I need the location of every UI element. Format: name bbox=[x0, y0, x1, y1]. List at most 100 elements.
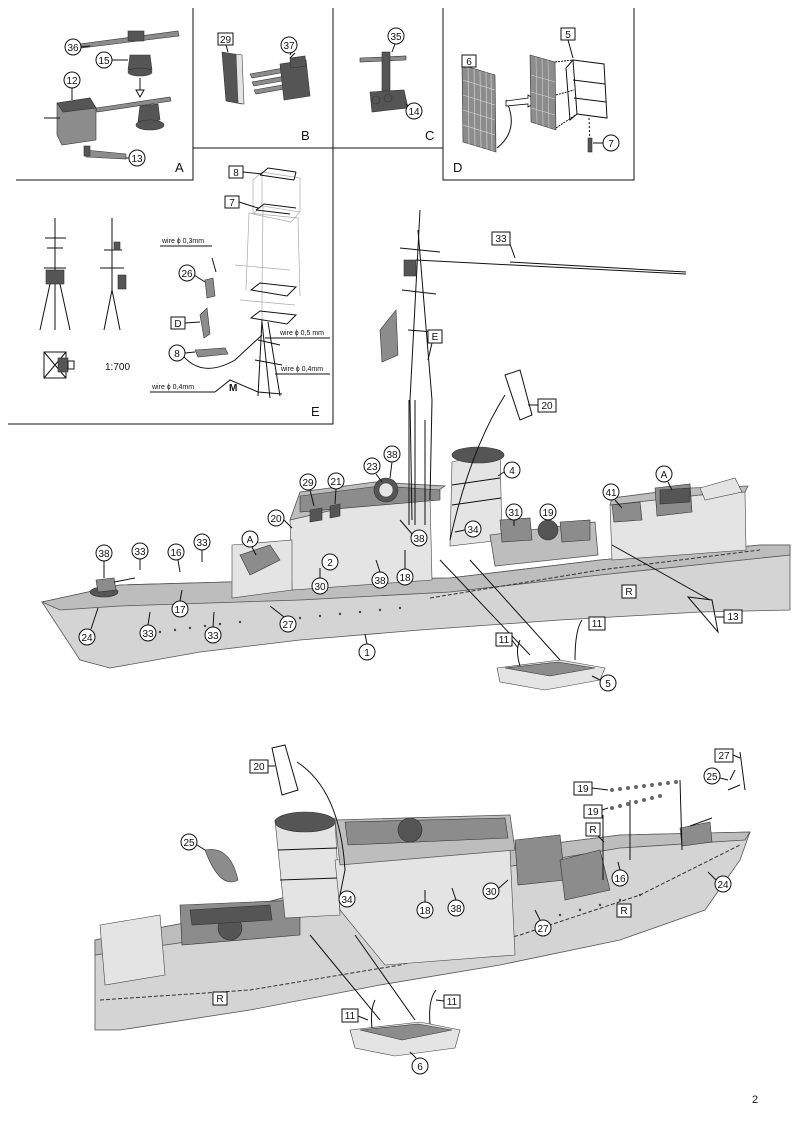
panel-a: 36 15 12 13 A bbox=[44, 30, 184, 175]
t-callout-11-a: 11 bbox=[499, 635, 510, 646]
t-callout-4: 4 bbox=[509, 466, 515, 477]
bottom-view-callouts: 20 27 25 19 19 R 25 16 24 34 18 38 bbox=[180, 748, 741, 1075]
callout-d-5: 5 bbox=[565, 30, 571, 41]
t-callout-11-b: 11 bbox=[592, 619, 603, 630]
t-callout-33-a: 33 bbox=[134, 547, 146, 558]
callout-e-26: 26 bbox=[181, 269, 193, 280]
t-callout-33-d: 33 bbox=[207, 631, 219, 642]
t-callout-19: 19 bbox=[542, 508, 554, 519]
callout-a-12: 12 bbox=[66, 76, 78, 87]
t-callout-5: 5 bbox=[605, 679, 611, 690]
b-callout-20: 20 bbox=[253, 762, 265, 773]
panel-e-letter: E bbox=[311, 404, 320, 419]
t-callout-30: 30 bbox=[314, 582, 326, 593]
mast-top-view bbox=[43, 351, 75, 379]
t-callout-18: 18 bbox=[399, 573, 411, 584]
callout-c-14: 14 bbox=[408, 107, 420, 118]
page-number: 2 bbox=[752, 1094, 759, 1106]
wire-label-04b: wire ϕ 0,4mm bbox=[151, 384, 194, 391]
panel-b-letter: B bbox=[301, 128, 310, 143]
mast-side-view bbox=[100, 218, 127, 331]
t-callout-a-aft: A bbox=[661, 470, 668, 481]
t-callout-41: 41 bbox=[605, 488, 617, 499]
t-callout-20: 20 bbox=[270, 514, 282, 525]
b-callout-18: 18 bbox=[419, 906, 431, 917]
t-callout-r: R bbox=[625, 587, 632, 598]
b-callout-24: 24 bbox=[717, 880, 729, 891]
t-callout-27: 27 bbox=[282, 620, 294, 631]
b-callout-30: 30 bbox=[485, 887, 497, 898]
exploded-mast bbox=[234, 171, 301, 320]
scale-label: 1:700 bbox=[105, 362, 130, 373]
wire-label-04a: wire ϕ 0,4mm bbox=[280, 366, 323, 373]
panel-d: 6 5 7 D bbox=[453, 27, 620, 175]
callout-e-8-bottom: 8 bbox=[174, 349, 180, 360]
callout-a-13: 13 bbox=[131, 154, 143, 165]
t-callout-20-rail: 20 bbox=[541, 401, 553, 412]
wire-label-03: wire ϕ 0,3mm bbox=[161, 238, 204, 245]
callout-a-15: 15 bbox=[98, 56, 110, 67]
t-callout-e: E bbox=[432, 332, 439, 343]
b-callout-16: 16 bbox=[614, 874, 626, 885]
t-callout-21: 21 bbox=[330, 477, 342, 488]
top-view-callouts: 33 20 E A 4 41 38 23 29 21 20 31 bbox=[78, 231, 743, 692]
t-callout-29: 29 bbox=[302, 478, 314, 489]
callout-a-36: 36 bbox=[67, 43, 79, 54]
b-callout-34: 34 bbox=[341, 895, 353, 906]
t-callout-34: 34 bbox=[467, 525, 479, 536]
t-callout-33-wire: 33 bbox=[495, 234, 507, 245]
panel-c: 35 14 C bbox=[359, 27, 434, 143]
b-callout-6: 6 bbox=[417, 1062, 423, 1073]
ship-bottom-view bbox=[94, 744, 751, 1057]
panel-d-letter: D bbox=[453, 160, 462, 175]
callout-b-37: 37 bbox=[283, 41, 295, 52]
b-callout-27: 27 bbox=[718, 751, 730, 762]
t-callout-23: 23 bbox=[366, 462, 378, 473]
callout-e-8-top: 8 bbox=[233, 168, 239, 179]
chain-lower bbox=[610, 794, 662, 810]
b-callout-25: 25 bbox=[706, 772, 718, 783]
t-callout-38-top: 38 bbox=[386, 450, 398, 461]
t-callout-33-c: 33 bbox=[142, 629, 154, 640]
t-callout-a-fwd: A bbox=[247, 535, 254, 546]
mast-front-view bbox=[39, 218, 71, 331]
panel-a-letter: A bbox=[175, 160, 184, 175]
b-callout-11-b: 11 bbox=[447, 997, 458, 1008]
mark-m: M bbox=[229, 383, 237, 394]
b-callout-19-a: 19 bbox=[577, 784, 589, 795]
panel-frames bbox=[8, 8, 635, 425]
portholes bbox=[158, 606, 402, 634]
t-callout-24: 24 bbox=[81, 633, 93, 644]
ship-top-view bbox=[40, 209, 791, 691]
panel-b: 29 37 B bbox=[217, 32, 311, 143]
b-callout-25-plate: 25 bbox=[183, 838, 195, 849]
panel-c-letter: C bbox=[425, 128, 434, 143]
b-callout-27-hull: 27 bbox=[537, 924, 549, 935]
t-callout-33-b: 33 bbox=[196, 538, 208, 549]
t-callout-31: 31 bbox=[508, 508, 520, 519]
callout-e-d: D bbox=[174, 319, 181, 330]
callout-d-7: 7 bbox=[608, 139, 614, 150]
t-callout-17: 17 bbox=[174, 605, 186, 616]
chain-upper bbox=[610, 780, 678, 792]
b-callout-r-stern: R bbox=[216, 994, 223, 1005]
panel-e: 1:700 wire ϕ 0,3mm wire ϕ 0,5 mm wire ϕ … bbox=[39, 165, 330, 419]
t-callout-2: 2 bbox=[327, 558, 333, 569]
callout-d-6: 6 bbox=[466, 57, 472, 68]
t-callout-38-bridge: 38 bbox=[413, 534, 425, 545]
callout-b-29: 29 bbox=[220, 35, 232, 46]
wire-label-05: wire ϕ 0,5 mm bbox=[279, 330, 324, 337]
b-callout-19-b: 19 bbox=[587, 807, 599, 818]
t-callout-16: 16 bbox=[170, 548, 182, 559]
b-callout-r-top: R bbox=[589, 825, 596, 836]
callout-e-7: 7 bbox=[229, 198, 235, 209]
b-callout-11-a: 11 bbox=[345, 1011, 356, 1022]
t-callout-1: 1 bbox=[364, 648, 370, 659]
t-callout-38-bow: 38 bbox=[98, 549, 110, 560]
b-callout-r-bow: R bbox=[620, 906, 627, 917]
callout-c-35: 35 bbox=[390, 32, 402, 43]
b-callout-38: 38 bbox=[450, 904, 462, 915]
t-callout-13: 13 bbox=[727, 612, 739, 623]
t-callout-38-mid: 38 bbox=[374, 576, 386, 587]
